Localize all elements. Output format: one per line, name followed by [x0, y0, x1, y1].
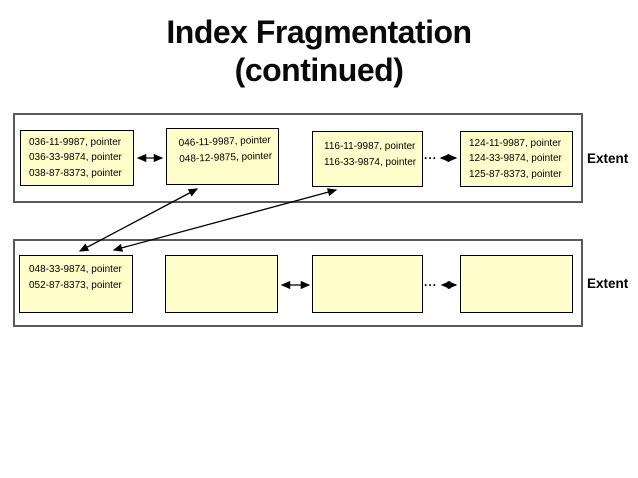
index-entry: 124-33-9874, pointer	[469, 153, 562, 165]
index-entry: 048-33-9874, pointer	[29, 264, 122, 275]
index-page: 124-11-9987, pointer 124-33-9874, pointe…	[460, 131, 573, 187]
index-page: 046-11-9987, pointer 048-12-9875, pointe…	[166, 128, 279, 185]
index-page: 036-11-9987, pointer 036-33-9874, pointe…	[20, 130, 134, 186]
index-entry: 036-11-9987, pointer	[29, 136, 122, 148]
slide-title-line2: (continued)	[234, 52, 404, 88]
index-page-empty	[165, 255, 278, 313]
slide-title-line1: Index Fragmentation	[166, 14, 472, 50]
index-entry: 048-12-9875, pointer	[179, 150, 273, 165]
extent-label-bottom: Extent	[587, 276, 629, 291]
index-entry: 038-87-8373, pointer	[29, 167, 122, 179]
extent-label-top: Extent	[587, 151, 629, 166]
ellipsis: ...	[424, 148, 438, 162]
ellipsis: ...	[424, 275, 438, 289]
index-page-empty	[460, 255, 573, 313]
index-entry: 116-11-9987, pointer	[324, 141, 416, 152]
index-entry: 052-87-8373, pointer	[29, 279, 122, 291]
index-entry: 116-33-9874, pointer	[324, 156, 417, 168]
index-entry: 124-11-9987, pointer	[469, 137, 562, 149]
index-page-empty	[312, 255, 423, 313]
index-entry: 125-87-8373, pointer	[469, 168, 562, 180]
index-page: 116-11-9987, pointer 116-33-9874, pointe…	[312, 131, 423, 187]
index-page: 048-33-9874, pointer 052-87-8373, pointe…	[19, 255, 133, 313]
slide-title: Index Fragmentation (continued)	[0, 13, 638, 89]
index-entry: 036-33-9874, pointer	[29, 152, 122, 164]
